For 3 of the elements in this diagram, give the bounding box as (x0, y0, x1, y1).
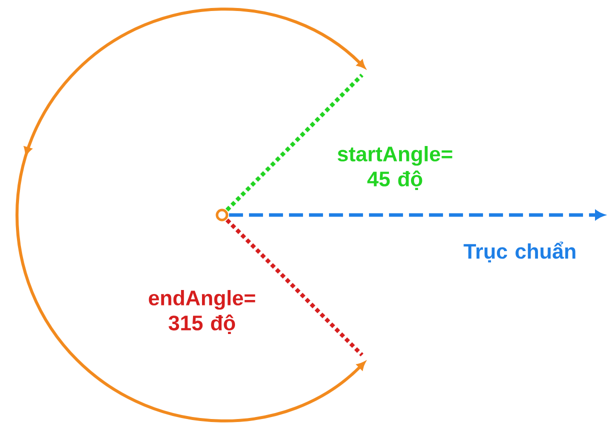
angle-label: endAngle= 315 độ (148, 290, 256, 334)
axis-label: Trục chuẩn (464, 242, 576, 262)
angle-label: startAngle= 45 độ (338, 146, 452, 190)
